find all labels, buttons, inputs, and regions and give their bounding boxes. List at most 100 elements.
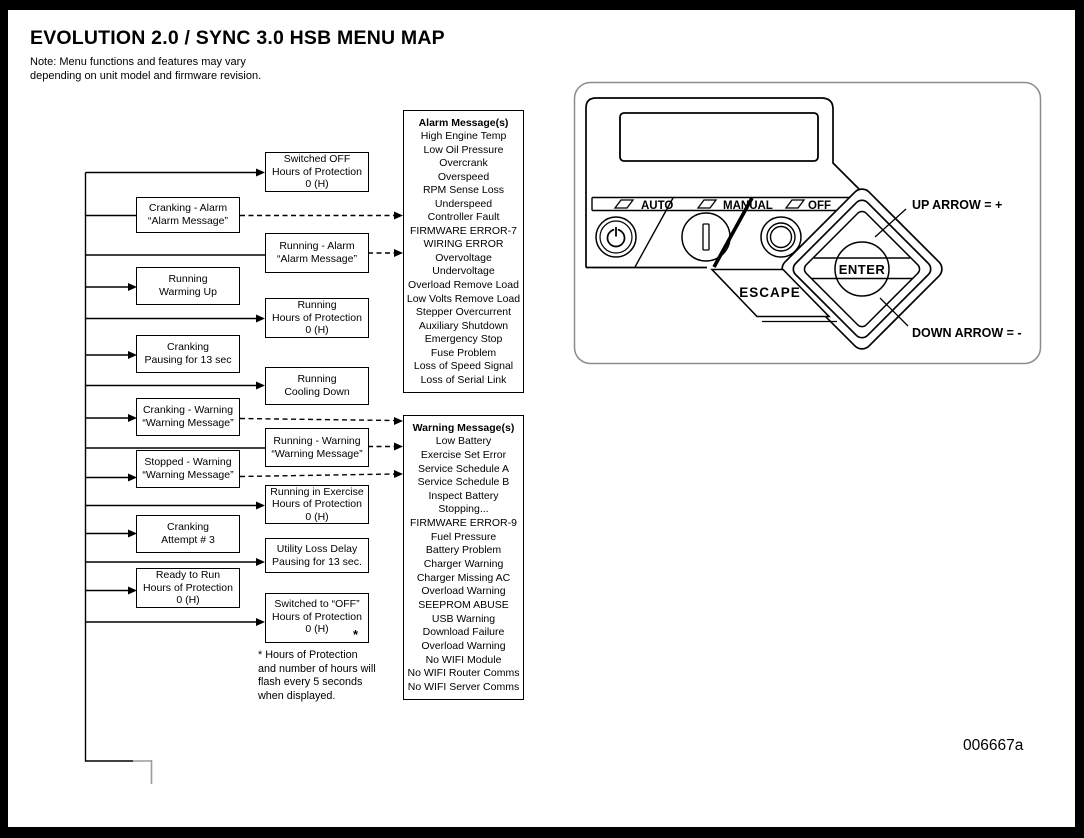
text-line: Overvoltage (435, 251, 492, 264)
text-line: Switched to “OFF” (274, 598, 360, 610)
flow-box-running-warning: Running - Warning“Warning Message” (265, 428, 369, 467)
text-line: Fuse Problem (430, 346, 497, 359)
text-line: “Warning Message” (142, 417, 234, 429)
text-line: 0 (H) (305, 510, 329, 523)
text-line: Stepper Overcurrent (415, 306, 512, 319)
manual-bar-icon (702, 223, 710, 251)
warning-panel-title: Warning Message(s) (412, 422, 515, 434)
auto-label: AUTO (641, 200, 673, 212)
up-arrow-callout: UP ARROW = + (912, 198, 1002, 212)
manual-led-icon (696, 199, 718, 209)
trunk-continuation-stub (133, 760, 153, 784)
text-line: No WIFI Router Comms (407, 667, 520, 680)
flow-box-cranking-alarm: Cranking - Alarm“Alarm Message” (136, 197, 240, 233)
dashed-message-links (239, 214, 395, 478)
text-line: Underspeed (434, 197, 493, 210)
text-line: Controller Fault (427, 211, 500, 224)
document-number: 006667a (963, 737, 1024, 754)
text-line: Hours of Protection (143, 581, 233, 594)
text-line: SEEPROM ABUSE (418, 599, 509, 612)
text-line: Pausing for 13 sec (144, 354, 232, 366)
manual-label: MANUAL (723, 200, 773, 212)
branch-arrowheads (128, 168, 265, 626)
text-line: Cranking - Alarm (148, 202, 228, 215)
branch-lines (85, 171, 265, 623)
text-line: Stopping... (438, 503, 489, 516)
text-line: FIRMWARE ERROR-7 (410, 224, 517, 237)
text-line: Running (297, 299, 337, 312)
text-line: Low Oil Pressure (423, 143, 504, 156)
text-line: Switched OFF (283, 153, 351, 166)
text-line: No WIFI Module (425, 653, 502, 666)
escape-button (710, 268, 831, 318)
text-line: “Warning Message” (271, 447, 363, 460)
text-line: USB Warning (431, 612, 496, 625)
text-line: 0 (H) (305, 178, 329, 191)
text-line: Auxiliary Shutdown (418, 319, 509, 332)
enter-band-lines (811, 257, 913, 280)
text-line: Service Schedule A (417, 462, 510, 475)
text-line: Overload Remove Load (408, 279, 519, 292)
flow-box-stopped-warning: Stopped - Warning“Warning Message” (136, 450, 240, 488)
off-button (760, 216, 802, 258)
up-arrow-pointer-line (874, 208, 907, 238)
text-line: Emergency Stop (424, 333, 503, 346)
text-line: Overload Warning (421, 585, 506, 598)
faceplate-outline (585, 97, 861, 268)
text-line: Cooling Down (284, 386, 350, 398)
text-line: Running - Alarm (279, 240, 355, 253)
text-line: Loss of Serial Link (420, 373, 507, 386)
text-line: No WIFI Server Comms (407, 681, 520, 694)
text-line: Running (297, 373, 337, 386)
text-line: Cranking (166, 521, 210, 534)
off-ring-icon (766, 222, 796, 252)
trunk-line (84, 172, 133, 762)
page-title: EVOLUTION 2.0 / SYNC 3.0 HSB MENU MAP (30, 27, 445, 49)
text-line: Warming Up (159, 286, 217, 298)
text-line: Overcrank (439, 157, 488, 170)
text-line: “Alarm Message” (277, 253, 357, 265)
text-line: 0 (H) (305, 623, 329, 636)
text-line: High Engine Temp (420, 130, 507, 142)
text-line: Stopped - Warning (144, 456, 232, 469)
text-line: Hours of Protection (272, 610, 362, 623)
keypad-outer-outline (573, 81, 1042, 365)
mode-label-strip (591, 196, 850, 212)
lcd-display (619, 112, 819, 162)
manual-button (681, 212, 731, 262)
text-line: Hours of Protection (272, 311, 362, 324)
page-note: Note: Menu functions and features may va… (30, 56, 262, 82)
flash-asterisk: * (352, 627, 358, 643)
down-arrow-callout: DOWN ARROW = - (912, 326, 1022, 340)
dashed-arrowheads (394, 211, 403, 478)
text-line: Ready to Run (155, 569, 221, 582)
text-line: “Alarm Message” (148, 215, 228, 227)
flow-box-cranking-warning: Cranking - Warning“Warning Message” (136, 398, 240, 436)
text-line: Download Failure (422, 626, 505, 639)
text-line: Overload Warning (421, 640, 506, 653)
escape-label: ESCAPE (739, 285, 801, 300)
text-line: Pausing for 13 sec. (272, 555, 362, 568)
enter-button (834, 241, 890, 297)
text-line: Running - Warning (273, 434, 361, 447)
text-line: Fuel Pressure (430, 530, 497, 543)
text-line: Inspect Battery (428, 489, 499, 502)
text-line: WIRING ERROR (423, 238, 504, 251)
flash-footnote: * Hours of Protection and number of hour… (258, 649, 376, 702)
text-line: Loss of Speed Signal (413, 360, 514, 373)
text-line: Cranking - Warning (142, 404, 234, 417)
